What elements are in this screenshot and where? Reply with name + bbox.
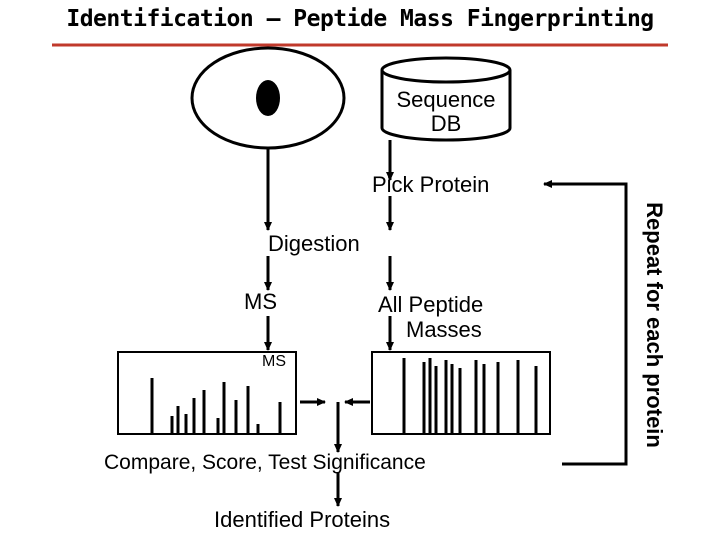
nucleus	[256, 80, 280, 116]
db-label-line1: Sequence	[396, 87, 496, 112]
page-title: Identification – Peptide Mass Fingerprin…	[66, 6, 654, 32]
repeat-loop-label: Repeat for each protein	[642, 202, 667, 448]
pick-protein-label: Pick Protein	[372, 172, 490, 197]
spectrum-ms-label: MS	[262, 353, 286, 370]
repeat-loop-arrow	[543, 180, 628, 466]
identified-proteins-label: Identified Proteins	[214, 507, 391, 532]
db-label-line2: DB	[430, 111, 462, 136]
ms-label: MS	[244, 289, 277, 314]
all-peptide-label-line2: Masses	[406, 317, 482, 342]
database-cylinder	[380, 56, 512, 142]
digestion-label: Digestion	[268, 231, 360, 256]
all-peptide-label-line1: All Peptide	[378, 292, 484, 317]
theoretical-masses-plot	[371, 351, 551, 435]
compare-label: Compare, Score, Test Significance	[104, 451, 426, 474]
ms-spectrum-plot	[117, 351, 297, 435]
